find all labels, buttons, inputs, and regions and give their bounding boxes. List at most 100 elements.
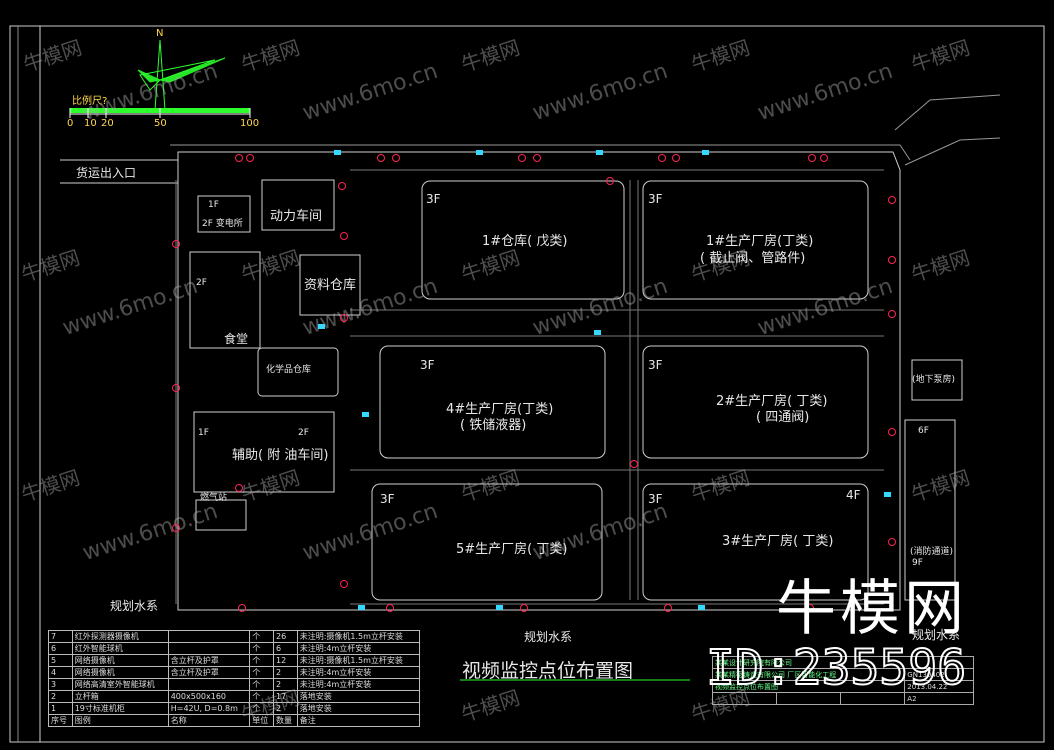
camera-marker <box>238 604 246 612</box>
scale-tick: 0 <box>67 118 74 129</box>
floor-label: 1F <box>208 200 219 210</box>
legend-cell: 立杆箱 <box>71 690 169 703</box>
camera-marker <box>630 460 638 468</box>
legend-cell: 网络高清室外智能球机 <box>71 678 169 691</box>
legend-cell: 落地安装 <box>296 690 421 703</box>
camera-marker <box>392 154 400 162</box>
legend-cell: 26 <box>273 630 298 643</box>
legend-cell: 落地安装 <box>296 702 421 715</box>
legend-cell: 红外智能球机 <box>71 642 169 655</box>
camera-marker <box>606 177 614 185</box>
river-label: 规划水系 <box>110 599 159 613</box>
junction-box <box>702 150 709 155</box>
legend-cell: 个 <box>249 690 274 703</box>
floor-label: 3F <box>648 192 663 206</box>
building-power: 动力车间 <box>270 209 323 224</box>
scale-label: 比例尺? <box>72 96 108 107</box>
legend-cell: 未注明:摄像机1.5m立杆安装 <box>296 630 421 643</box>
junction-box <box>698 605 705 610</box>
legend-cell: 2 <box>273 666 298 679</box>
legend-row: 序号图例名称单位数量备注 <box>48 714 421 727</box>
camera-marker <box>172 240 180 248</box>
compass-north: N <box>156 28 164 39</box>
scale-tick: 100 <box>240 118 260 129</box>
building-plant2-sub: ( 四通阀) <box>756 410 810 425</box>
camera-marker <box>888 428 896 436</box>
legend-cell: 7 <box>48 630 73 643</box>
legend-cell: 个 <box>249 642 274 655</box>
camera-marker <box>172 384 180 392</box>
camera-marker <box>235 154 243 162</box>
building-chem: 化学品仓库 <box>266 365 312 375</box>
legend-cell: 未注明:4m立杆安装 <box>296 678 421 691</box>
camera-marker <box>386 604 394 612</box>
building-plant1: 1#生产厂房(丁类) <box>706 234 814 249</box>
legend-cell: 序号 <box>48 714 73 727</box>
scale-tick: 20 <box>101 118 114 129</box>
building-plant5: 5#生产厂房( 丁类) <box>456 542 568 557</box>
junction-box <box>496 605 503 610</box>
junction-box <box>334 150 341 155</box>
legend-cell: 个 <box>249 666 274 679</box>
legend-cell: 图例 <box>71 714 169 727</box>
camera-marker <box>246 154 254 162</box>
camera-marker <box>888 310 896 318</box>
legend-cell: 6 <box>273 642 298 655</box>
river-label: 规划水系 <box>912 628 961 642</box>
camera-marker <box>518 154 526 162</box>
floor-label: 3F <box>420 358 435 372</box>
junction-box <box>318 324 325 329</box>
building-plant4-sub: ( 铁储液器) <box>460 418 527 433</box>
legend-cell: 备注 <box>296 714 421 727</box>
legend-cell: 名称 <box>167 714 251 727</box>
legend-cell: 400x500x160 <box>167 690 251 703</box>
floor-label: 3F <box>380 492 395 506</box>
legend-cell: 4 <box>48 666 73 679</box>
camera-marker <box>658 154 666 162</box>
legend-cell: 网络摄像机 <box>71 666 169 679</box>
camera-marker <box>888 538 896 546</box>
legend-cell: 未注明:4m立杆安装 <box>296 666 421 679</box>
tb-sheet: A2 <box>904 692 974 705</box>
floor-label: 2F <box>298 428 309 438</box>
legend-cell: 6 <box>48 642 73 655</box>
legend-cell: 12 <box>273 654 298 667</box>
legend-cell: 个 <box>249 702 274 715</box>
floor-label: 9F <box>912 558 923 568</box>
legend-cell: 未注明:4m立杆安装 <box>296 642 421 655</box>
legend-cell: 个 <box>249 654 274 667</box>
camera-marker <box>533 154 541 162</box>
watermark-brand: 牛模网 <box>776 574 968 644</box>
legend-cell: 5 <box>48 654 73 667</box>
legend-cell: 含立杆及护罩 <box>167 666 251 679</box>
legend-cell: 个 <box>249 678 274 691</box>
camera-marker <box>520 604 528 612</box>
building-gas: 燃气站 <box>200 493 228 503</box>
camera-marker <box>672 154 680 162</box>
camera-marker <box>664 604 672 612</box>
legend-cell: 未注明:摄像机1.5m立杆安装 <box>296 654 421 667</box>
legend-cell: 1 <box>48 702 73 715</box>
floor-label: 4F <box>846 488 861 502</box>
legend-cell: H=42U, D=0.8m <box>167 702 251 715</box>
legend-cell: 含立杆及护罩 <box>167 654 251 667</box>
junction-box <box>884 492 891 497</box>
legend-cell: 2 <box>273 702 298 715</box>
legend-cell: 3 <box>48 678 73 691</box>
legend-cell <box>167 642 251 655</box>
camera-marker <box>820 154 828 162</box>
legend-cell: 红外探测器摄像机 <box>71 630 169 643</box>
building-canteen: 食堂 <box>224 332 249 346</box>
legend-cell <box>167 630 251 643</box>
junction-box <box>362 412 369 417</box>
floor-label: 3F <box>426 192 441 206</box>
legend-cell: 2 <box>273 678 298 691</box>
legend-cell: 单位 <box>249 714 274 727</box>
legend-cell: 2 <box>48 690 73 703</box>
